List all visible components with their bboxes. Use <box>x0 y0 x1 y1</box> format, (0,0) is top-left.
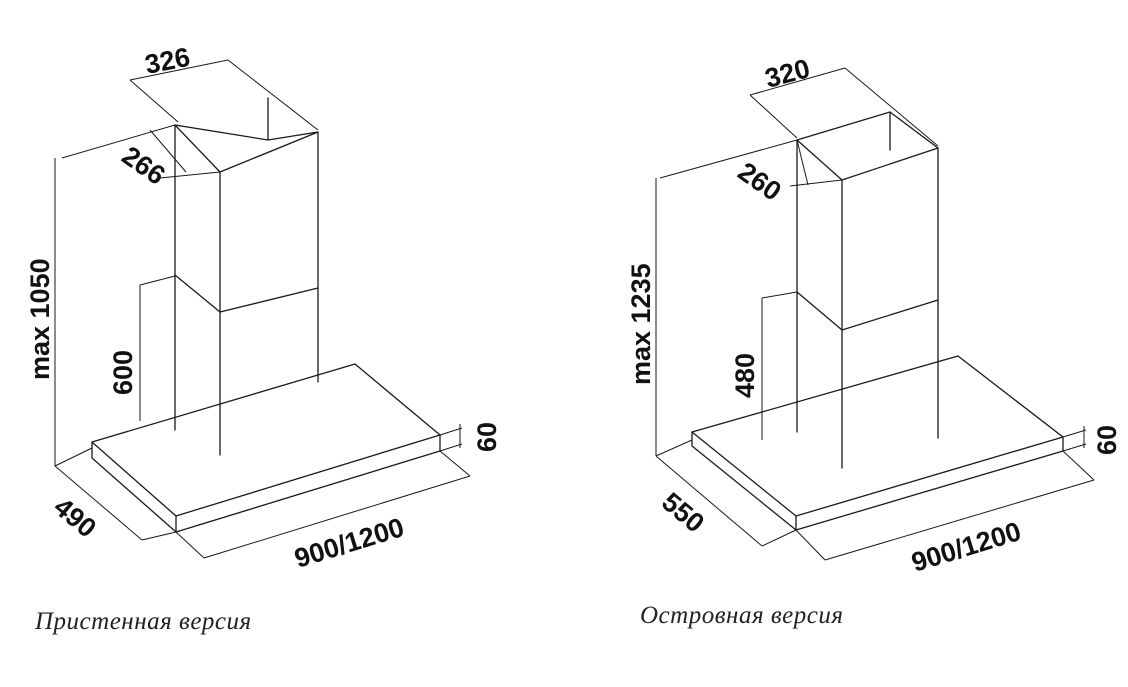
wall-hood-drawing: 326 266 max 1050 600 60 490 900/1200 <box>25 42 502 574</box>
wall-dim-thickness: 60 <box>472 422 502 452</box>
wall-version-caption: Пристенная версия <box>35 608 252 635</box>
wall-chimney-joint <box>174 274 319 313</box>
island-dim-width: 900/1200 <box>908 516 1024 578</box>
wall-dim-chimney: 600 <box>108 350 138 395</box>
island-dim-chimney: 480 <box>730 353 760 398</box>
wall-dim-width: 900/1200 <box>291 512 407 574</box>
island-dim-height: max 1235 <box>626 263 656 385</box>
island-version-caption: Островная версия <box>640 602 844 629</box>
island-chimney-joint <box>796 291 939 331</box>
island-chimney-top <box>796 111 939 181</box>
wall-hood-base-side <box>175 434 441 533</box>
island-dim-top-depth: 260 <box>733 156 787 206</box>
wall-dim-height: max 1050 <box>25 258 55 380</box>
island-dim-top-width: 320 <box>762 53 813 94</box>
island-hood-drawing: 320 260 max 1235 480 60 550 900/1200 <box>626 53 1122 578</box>
wall-hood-base-front <box>91 441 177 533</box>
island-dim-thickness: 60 <box>1092 425 1122 455</box>
wall-hood-base-top <box>91 363 441 517</box>
wall-chimney-top <box>174 124 319 173</box>
island-hood-base-front <box>691 431 797 531</box>
wall-dim-top-depth: 266 <box>117 140 171 190</box>
island-hood-base-side <box>795 436 1064 531</box>
wall-dim-top-width: 326 <box>142 42 192 80</box>
